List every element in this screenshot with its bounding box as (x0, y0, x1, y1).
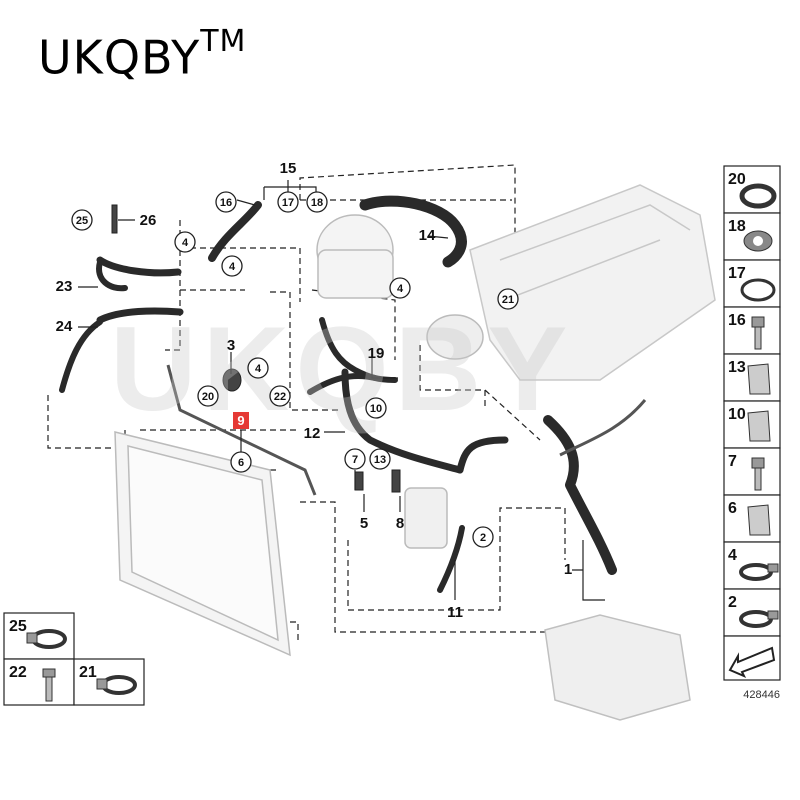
side-panel-number: 17 (728, 265, 746, 282)
thermostat-housing (426, 314, 484, 360)
callout-circle: 21 (497, 288, 519, 310)
callout-label: 15 (280, 160, 297, 177)
svg-text:7: 7 (352, 454, 358, 466)
callout-circle: 18 (306, 191, 328, 213)
svg-text:20: 20 (202, 391, 214, 403)
bottom-panel-cell: 25 (3, 612, 75, 660)
callout-label: 23 (56, 278, 73, 295)
svg-text:17: 17 (282, 197, 294, 209)
callout-label: 14 (419, 227, 436, 244)
svg-text:18: 18 (311, 197, 323, 209)
svg-text:4: 4 (229, 261, 236, 273)
callout-label: 24 (56, 318, 73, 335)
callout-circle: 10 (365, 397, 387, 419)
side-panel-cell: 16 (723, 306, 781, 355)
svg-text:4: 4 (255, 363, 262, 375)
callout-label: 19 (368, 345, 385, 362)
side-panel-cell: 2 (723, 588, 781, 637)
pipes (166, 364, 647, 496)
callout-circle: 4 (247, 357, 269, 379)
callout-circle: 4 (174, 231, 196, 253)
callout-circle: 13 (369, 448, 391, 470)
side-panel-number: 10 (728, 406, 746, 423)
side-panel-cell: 10 (723, 400, 781, 449)
side-panel-number: 6 (728, 500, 737, 517)
bottom-panel-number: 22 (9, 664, 27, 681)
callout-circle: 22 (269, 385, 291, 407)
brand-name: UKQBY (38, 30, 201, 85)
side-panel-number: 4 (728, 547, 737, 564)
callout-circle: 2 (472, 526, 494, 548)
brand-logo: UKQBYTM (38, 24, 246, 85)
hoses (59, 195, 617, 593)
parts-small (111, 204, 401, 493)
diagram-number: 428446 (743, 689, 780, 701)
svg-text:2: 2 (480, 532, 486, 544)
reservoir-small (404, 487, 448, 549)
svg-text:9: 9 (237, 413, 244, 428)
callout-label: 11 (447, 604, 463, 621)
engine-block (469, 184, 716, 381)
bottom-panel-number: 25 (9, 618, 27, 635)
highlighted-callout: 9 (233, 412, 249, 429)
bottom-panel-number: 21 (79, 664, 97, 681)
svg-text:21: 21 (502, 294, 514, 306)
side-panel-number: 18 (728, 218, 746, 235)
expansion-tank (316, 214, 394, 299)
svg-text:6: 6 (238, 457, 244, 469)
callout-label: 12 (304, 425, 321, 442)
side-panel-cell: 17 (723, 259, 781, 308)
radiator (114, 431, 291, 657)
side-panel-cell: 7 (723, 447, 781, 496)
side-panel-cell: 20 (723, 165, 781, 214)
svg-text:25: 25 (76, 215, 88, 227)
brand-trademark: TM (200, 24, 247, 59)
callout-circle: 6 (230, 451, 252, 473)
side-panel-number: 20 (728, 171, 746, 188)
side-panel-cell: 13 (723, 353, 781, 402)
svg-text:13: 13 (374, 454, 386, 466)
callout-label: 5 (360, 515, 368, 532)
callout-circle: 7 (344, 448, 366, 470)
side-panel-cell: 18 (723, 212, 781, 261)
svg-text:10: 10 (370, 403, 382, 415)
callout-circle: 25 (71, 209, 93, 231)
water-pump-housing (544, 614, 691, 721)
svg-text:16: 16 (220, 197, 232, 209)
side-panel-number: 2 (728, 594, 737, 611)
callout-lines (78, 180, 605, 601)
callout-label: 26 (140, 212, 157, 229)
svg-text:4: 4 (182, 237, 189, 249)
bottom-panel-cell: 22 (3, 658, 75, 706)
callout-circle: 17 (277, 191, 299, 213)
side-panel-number: 7 (728, 453, 737, 470)
callout-label: 1 (564, 561, 572, 578)
direction-arrow-box (723, 635, 781, 681)
callout-circle: 4 (221, 255, 243, 277)
callout-circle: 4 (389, 277, 411, 299)
callout-circle: 16 (215, 191, 237, 213)
callout-label: 8 (396, 515, 404, 532)
side-panel-number: 16 (728, 312, 746, 329)
callout-circle: 20 (197, 385, 219, 407)
side-panel-number: 13 (728, 359, 746, 376)
svg-text:4: 4 (397, 283, 404, 295)
side-panel-cell: 6 (723, 494, 781, 543)
callout-label: 3 (227, 337, 235, 354)
side-panel-cell: 4 (723, 541, 781, 590)
bottom-panel-cell: 21 (73, 658, 145, 706)
svg-text:22: 22 (274, 391, 286, 403)
